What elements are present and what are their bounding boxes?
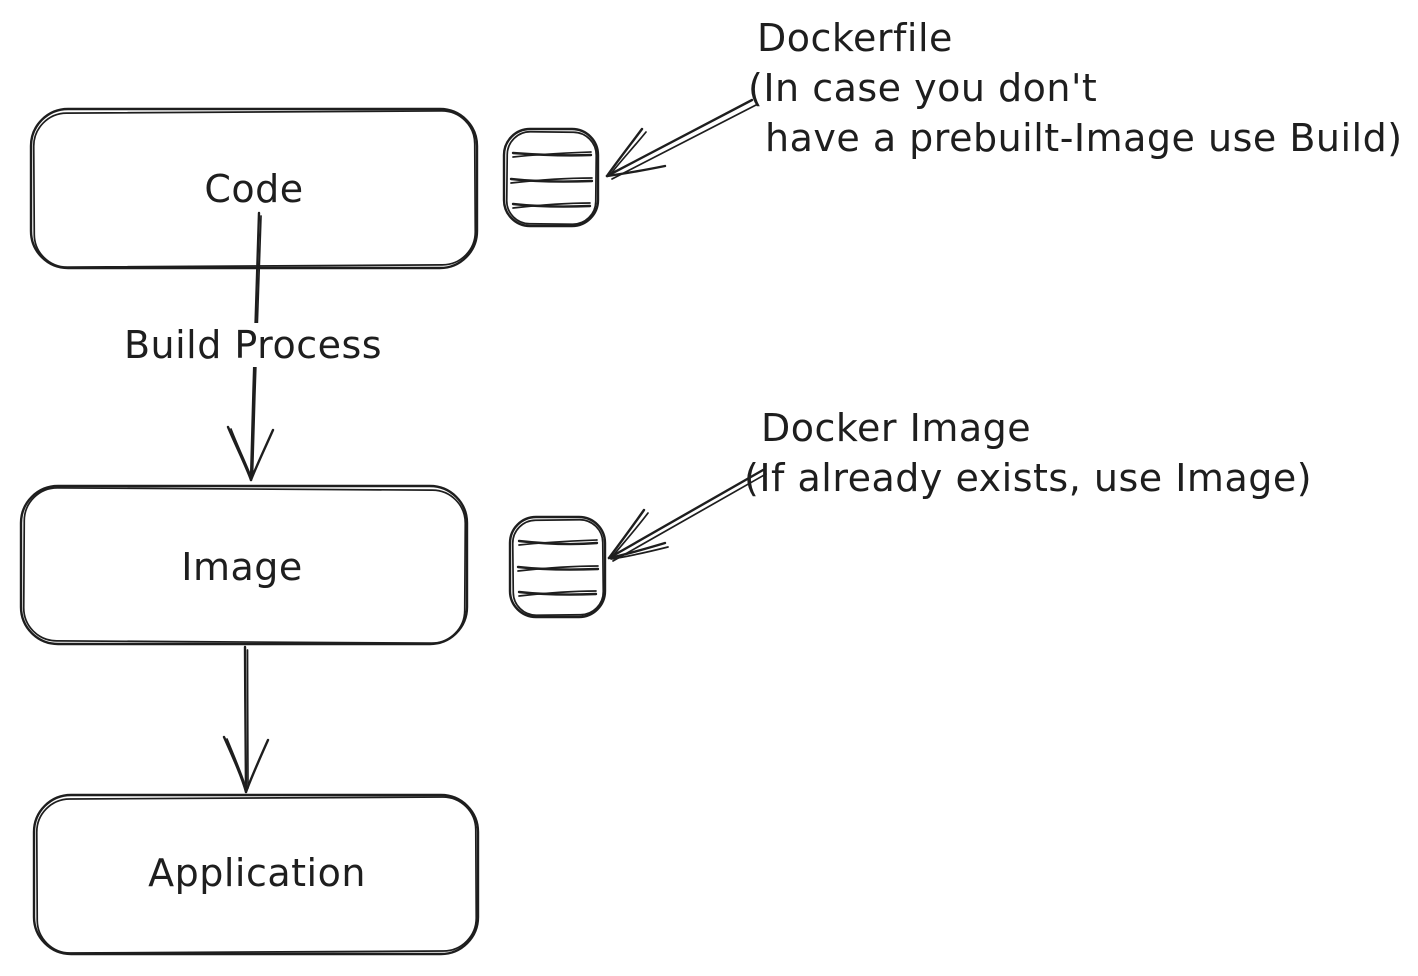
docker-image-annotation: Docker Image (If already exists, use Ima… [744,403,1312,503]
code-label: Code [204,167,304,211]
dockerfile-annotation-arrow [605,98,757,180]
annotation-line: (If already exists, use Image) [744,456,1313,500]
docker-image-annotation-arrow [607,468,767,562]
dockerfile-note-icon [502,127,600,228]
annotation-line: Dockerfile [757,16,953,60]
build-process-label: Build Process [115,323,391,367]
application-label: Application [148,851,366,895]
image-box [19,484,469,646]
annotation-line: have a prebuilt-Image use Build) [765,116,1403,160]
docker-image-note-icon [508,515,607,619]
dockerfile-annotation: Dockerfile (In case you don't have a pre… [748,13,1403,163]
deploy-arrow [222,645,270,794]
application-box [32,793,480,956]
annotation-line: (In case you don't [748,66,1098,110]
annotation-line: Docker Image [761,406,1032,450]
code-box [29,107,479,270]
image-label: Image [181,545,303,589]
